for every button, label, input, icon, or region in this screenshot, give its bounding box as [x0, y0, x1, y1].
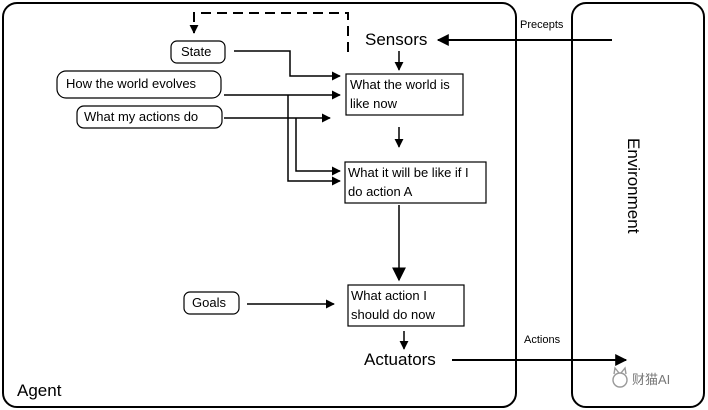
- world-now-box: [345, 73, 464, 116]
- world-now-text: What the world is like now: [350, 77, 450, 111]
- watermark-cat-icon: [612, 366, 628, 388]
- goals-text: Goals: [192, 295, 226, 310]
- precepts-label: Precepts: [520, 19, 564, 31]
- environment-label: Environment: [624, 138, 643, 234]
- sensors-label: Sensors: [365, 30, 428, 49]
- state-feedback-dashed-line: [189, 12, 349, 52]
- actuators-label: Actuators: [364, 350, 436, 369]
- goals-pill: [183, 291, 240, 315]
- agent-label: Agent: [17, 381, 62, 400]
- state-arrow: [234, 50, 341, 81]
- world-evolves-pill: [56, 70, 222, 99]
- world-evolves-branch: [287, 95, 341, 186]
- what-action-box: [347, 284, 465, 327]
- my-actions-branch: [295, 118, 341, 176]
- state-text: State: [181, 44, 212, 59]
- agent-frame: [2, 2, 517, 408]
- if-action-a-box: [344, 161, 487, 204]
- state-pill: [170, 40, 226, 64]
- my-actions-do-pill: [76, 105, 223, 129]
- if-action-a-text: What it will be like if I do action A: [348, 165, 469, 199]
- watermark-text: 财猫AI: [632, 372, 671, 387]
- what-action-text: What action I should do now: [351, 288, 435, 322]
- world-evolves-text: How the world evolves: [66, 76, 197, 91]
- actions-label: Actions: [524, 334, 561, 346]
- my-actions-do-text: What my actions do: [84, 109, 199, 124]
- environment-frame: [571, 2, 705, 408]
